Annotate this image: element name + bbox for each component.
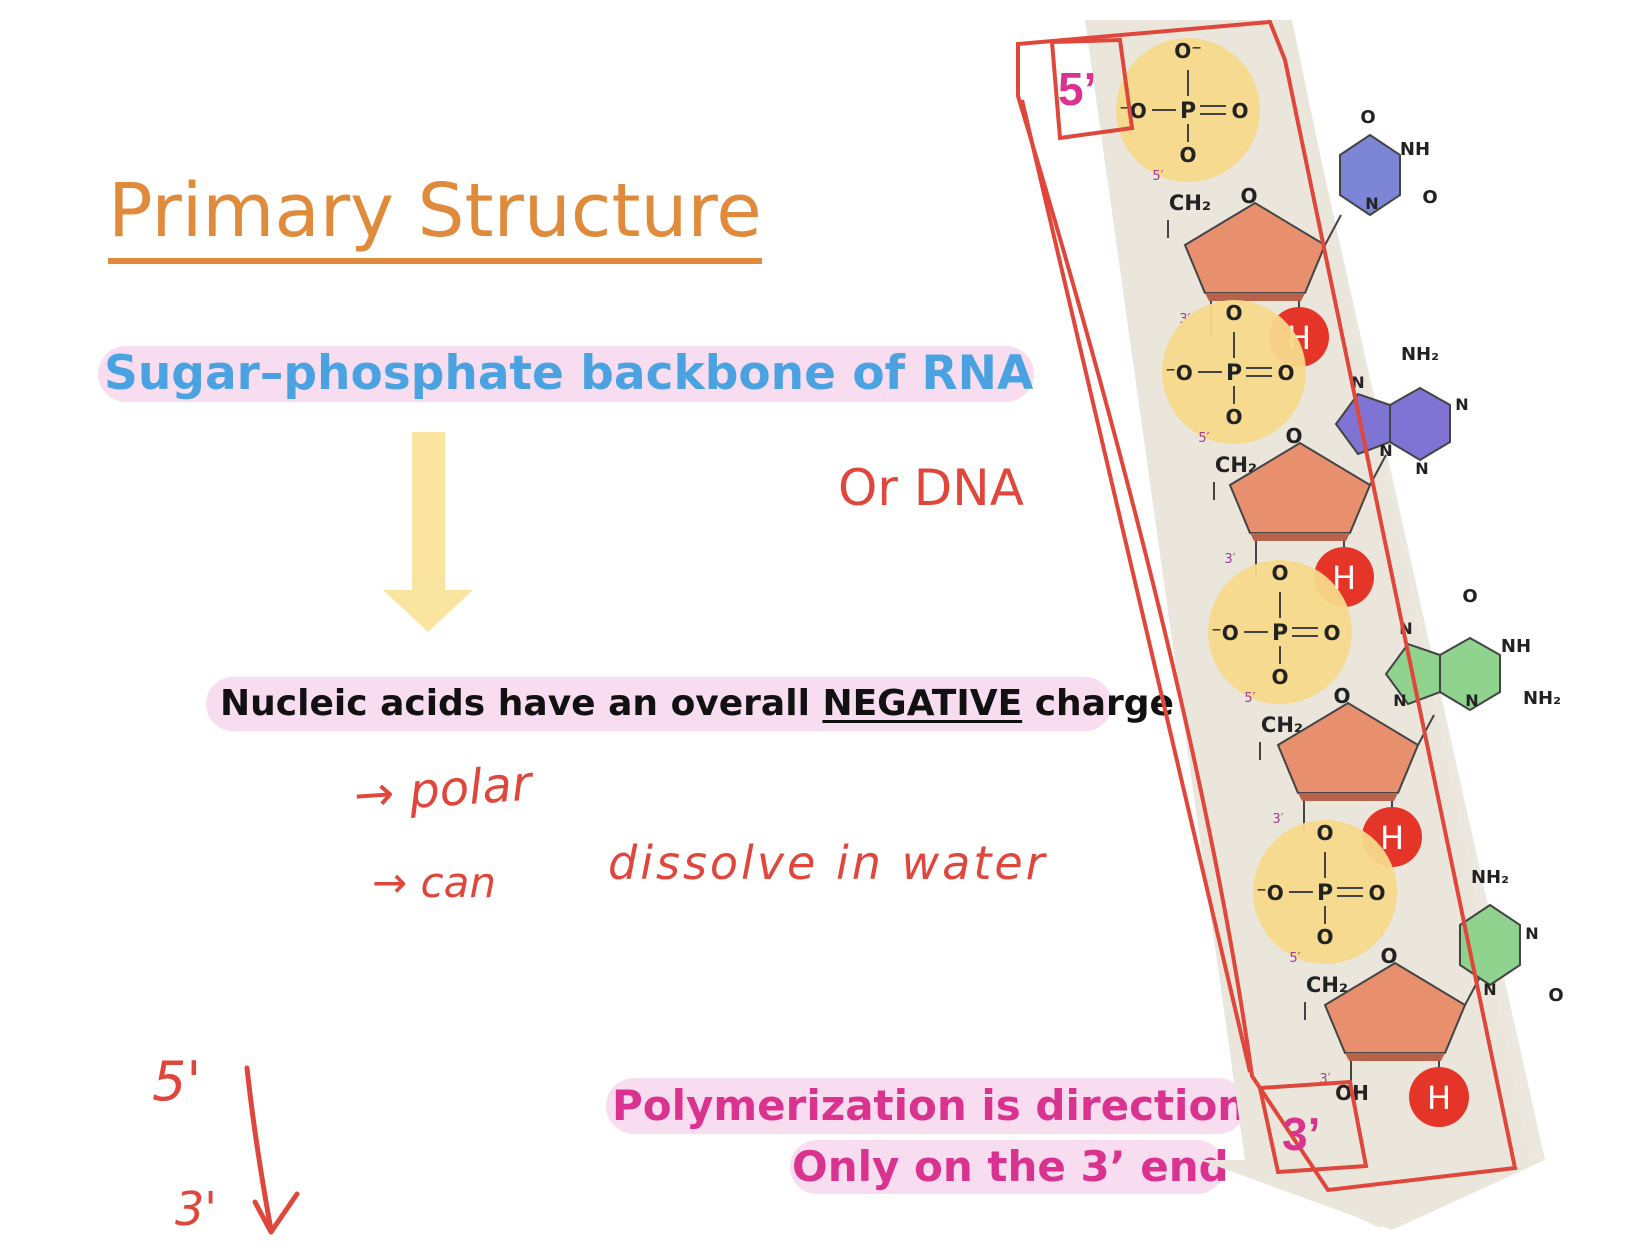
phosphate-p-label: P: [1272, 621, 1288, 646]
handwritten-top-box: [1049, 37, 1135, 141]
base-n-label: N: [1365, 194, 1378, 213]
ring-o-label: O: [1333, 684, 1350, 708]
phosphate-o-minus-top-label: O⁻: [1174, 39, 1202, 63]
phosphate-o-minus-label: ⁻O: [1256, 881, 1284, 905]
phosphate-o-top-label: O: [1271, 561, 1288, 585]
slide-title: Primary Structure: [108, 168, 762, 264]
handwritten-top-box-label: 5’: [1058, 63, 1096, 115]
three-prime-label: 3′: [1224, 552, 1235, 567]
ch2-label: CH₂: [1169, 191, 1211, 215]
base-o-label: O: [1548, 985, 1563, 1006]
purine-base-five-ring: [1334, 392, 1391, 456]
subtitle-highlight: [98, 346, 1034, 402]
five-prime-label: 5′: [1289, 951, 1300, 966]
phosphate-p-label: P: [1317, 881, 1333, 906]
base-n-label: N: [1525, 924, 1538, 943]
base-n-label: N: [1483, 980, 1496, 999]
phosphate-o-top-label: O: [1225, 301, 1242, 325]
phosphate-p-label: P: [1226, 361, 1242, 386]
handwritten-can: → can: [372, 858, 496, 907]
h-marker-label: H: [1380, 819, 1404, 857]
sugar-ring: [1276, 701, 1420, 794]
phosphate-o-bottom-label: O: [1271, 665, 1288, 689]
polymerization-highlight-1: [606, 1078, 1246, 1134]
sugar-ring-edge: [1345, 1053, 1445, 1061]
base-n-label: N: [1455, 395, 1468, 414]
charge-note-prefix: Nucleic acids have an overall: [220, 683, 823, 724]
base-n-label: N: [1415, 459, 1428, 478]
phosphate-o-right-label: O: [1368, 881, 1385, 905]
handwritten-bottom-box: [1257, 1079, 1369, 1175]
sugar-ring-edge: [1298, 793, 1398, 801]
sugar-ring: [1183, 201, 1327, 294]
phosphate-o-minus-label: ⁻O: [1119, 99, 1147, 123]
pyrimidine-base-ring: [1459, 903, 1521, 987]
sugar-ring-edge: [1205, 293, 1305, 301]
polymerization-line1: Polymerization is directional: [612, 1081, 1290, 1130]
sugar-ring: [1323, 961, 1467, 1054]
down-arrow-icon: [383, 432, 473, 632]
charge-note: Nucleic acids have an overall NEGATIVE c…: [220, 680, 1174, 728]
pyrimidine-base-ring: [1339, 133, 1401, 217]
h-marker-icon: [1409, 1067, 1469, 1127]
phosphate-o-bottom-label: O: [1225, 405, 1242, 429]
phosphate-o-right-label: O: [1323, 621, 1340, 645]
base-o-label: O: [1462, 586, 1477, 607]
bond-line: [1464, 974, 1482, 1006]
ring-o-label: O: [1240, 184, 1257, 208]
phosphate-sphere: [1208, 560, 1352, 704]
purine-base-six-ring: [1389, 386, 1451, 462]
charge-note-suffix: charge: [1022, 683, 1174, 724]
five-prime-label: 5′: [1152, 169, 1163, 184]
phosphate-sphere: [1162, 300, 1306, 444]
backbone-arrow-head: [1200, 1160, 1545, 1230]
phosphate-o-right-label: O: [1231, 99, 1248, 123]
base-o-label: O: [1422, 187, 1437, 208]
phosphate-o-top-label: O: [1316, 821, 1333, 845]
h-marker-label: H: [1427, 1079, 1451, 1117]
phosphate-o-bottom-label: O: [1179, 143, 1196, 167]
handwritten-dir-bottom: 3': [175, 1182, 217, 1236]
direction-arrow-icon: [244, 1065, 300, 1235]
base-nh2-label: NH₂: [1471, 867, 1509, 888]
base-nh-label: NH: [1400, 139, 1430, 160]
base-nh-label: NH: [1501, 636, 1531, 657]
subtitle: Sugar–phosphate backbone of RNA: [104, 346, 1034, 401]
handwritten-bottom-box-label: 3’: [1282, 1108, 1320, 1160]
phosphate-sphere: [1116, 38, 1260, 182]
base-n-label: N: [1393, 691, 1406, 710]
polymerization-line2: Only on the 3’ end: [792, 1142, 1229, 1191]
five-prime-label: 5′: [1198, 431, 1209, 446]
polymerization-highlight-2: [790, 1140, 1224, 1194]
charge-note-emph: NEGATIVE: [822, 683, 1023, 724]
handwritten-dissolve: dissolve in water: [608, 836, 1048, 890]
base-nh2-label: NH₂: [1401, 344, 1439, 365]
phosphate-p-label: P: [1180, 99, 1196, 124]
phosphate-sphere: [1253, 820, 1397, 964]
sugar-ring-edge: [1250, 533, 1350, 541]
handwritten-dir-top: 5': [152, 1050, 202, 1113]
phosphate-o-minus-label: ⁻O: [1165, 361, 1193, 385]
charge-note-highlight: [206, 677, 1112, 731]
phosphate-o-bottom-label: O: [1316, 925, 1333, 949]
three-prime-label: 3′: [1272, 812, 1283, 827]
handwritten-strand-outline: [1016, 19, 1518, 1193]
sugar-ring: [1228, 441, 1372, 534]
ring-o-label: O: [1285, 424, 1302, 448]
bond-line: [1324, 214, 1342, 246]
base-o-label: O: [1360, 107, 1375, 128]
ring-o-label: O: [1380, 944, 1397, 968]
ch2-label: CH₂: [1306, 973, 1348, 997]
phosphate-o-minus-label: ⁻O: [1211, 621, 1239, 645]
three-prime-label: 3′: [1319, 1072, 1330, 1087]
base-n-label: N: [1465, 691, 1478, 710]
alt-label: Or DNA: [838, 459, 1024, 517]
handwritten-strand-outline-inner: [1020, 99, 1252, 1073]
base-n-label: N: [1379, 441, 1392, 460]
base-nh2-label: NH₂: [1523, 688, 1561, 709]
phosphate-o-right-label: O: [1277, 361, 1294, 385]
five-prime-label: 5′: [1244, 691, 1255, 706]
